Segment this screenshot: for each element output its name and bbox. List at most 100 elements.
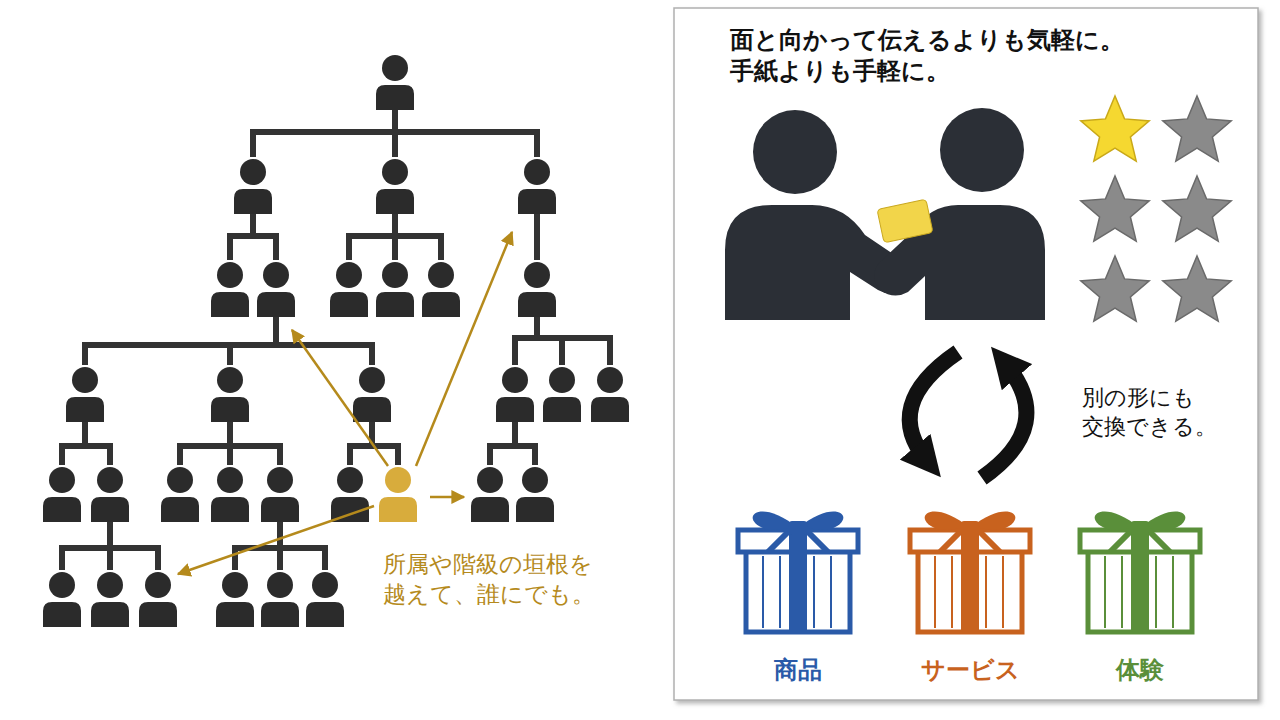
reach-arrow	[416, 232, 512, 466]
org-line	[277, 522, 283, 548]
panel-box: 面と向かって伝えるよりも気軽に。 手紙よりも手軽に。別の形にも 交換できる。	[674, 8, 1258, 700]
org-line	[534, 317, 540, 338]
org-line	[512, 338, 518, 365]
gift-stripe	[1002, 556, 1004, 628]
gift-ribbon	[961, 530, 979, 632]
org-line	[369, 345, 375, 365]
gift-label: サービス	[921, 654, 1020, 685]
org-line	[250, 132, 256, 157]
org-line	[438, 236, 444, 260]
gift-stripe	[1155, 556, 1157, 628]
person-body	[261, 602, 299, 627]
person-head	[382, 55, 408, 81]
org-line	[277, 548, 283, 570]
org-line	[177, 446, 183, 465]
gift-stripe	[762, 556, 764, 628]
person-body	[211, 397, 249, 422]
person-head	[217, 467, 243, 493]
org-line	[107, 548, 113, 570]
reach-caption: 所属や階級の垣根を越えて、誰にでも。	[383, 550, 599, 610]
person-head	[382, 159, 408, 185]
org-line	[227, 446, 233, 465]
person-head	[502, 367, 528, 393]
org-line	[346, 236, 352, 260]
gold-arrows	[178, 232, 512, 574]
gift-ribbon	[789, 530, 807, 632]
person-body	[376, 85, 414, 110]
org-line	[392, 236, 398, 260]
reach-arrow	[430, 496, 464, 499]
org-line	[347, 446, 353, 465]
person-head	[549, 367, 575, 393]
exchange-note: 別の形にも 交換できる。	[1082, 384, 1223, 441]
org-line	[534, 214, 540, 236]
person-head	[222, 572, 248, 598]
org-line	[487, 446, 493, 465]
person-head	[385, 467, 411, 493]
person-body	[518, 189, 556, 214]
person-body	[543, 397, 581, 422]
handing-figures	[725, 108, 1045, 320]
person-body	[216, 602, 254, 627]
org-line	[392, 110, 398, 132]
person-head	[240, 159, 266, 185]
person-head	[97, 572, 123, 598]
person-head	[49, 467, 75, 493]
gift-stripe	[1104, 556, 1106, 628]
gift-knot	[1131, 521, 1149, 535]
person-body	[516, 497, 554, 522]
person-head	[337, 467, 363, 493]
gift-knot	[961, 521, 979, 535]
person-body	[91, 497, 129, 522]
org-line	[227, 233, 279, 239]
org-line	[250, 214, 256, 236]
person-head	[267, 572, 293, 598]
person-body	[496, 397, 534, 422]
gift-stripe	[934, 556, 936, 628]
panel-ground	[674, 8, 1258, 700]
person-head	[940, 108, 1024, 192]
person-head	[167, 467, 193, 493]
gift-knot	[789, 521, 807, 535]
org-line	[232, 548, 238, 570]
person-body	[376, 189, 414, 214]
reach-arrow	[292, 330, 388, 466]
person-body	[422, 292, 460, 317]
person-head	[72, 367, 98, 393]
stars	[1081, 96, 1231, 321]
org-line	[512, 422, 518, 446]
person-head	[428, 262, 454, 288]
gift-stripe	[951, 556, 953, 628]
person-body	[376, 292, 414, 317]
gift-boxes	[738, 511, 1200, 632]
org-line	[487, 443, 538, 449]
person-body	[330, 292, 368, 317]
org-line	[273, 317, 279, 345]
org-line	[227, 236, 233, 260]
star	[1163, 176, 1231, 241]
person-head	[97, 467, 123, 493]
person-body	[139, 602, 177, 627]
reach-arrow	[178, 506, 374, 574]
person-body	[211, 292, 249, 317]
person-head	[597, 367, 623, 393]
person-body	[161, 497, 199, 522]
org-line	[534, 236, 540, 260]
person-head	[217, 367, 243, 393]
org-line	[392, 132, 398, 157]
gift-box	[910, 511, 1030, 632]
person-head	[753, 110, 837, 194]
person-head	[359, 367, 385, 393]
person-head	[524, 159, 550, 185]
person-body	[591, 397, 629, 422]
org-line	[59, 443, 113, 449]
org-line	[155, 548, 161, 570]
star	[1081, 176, 1149, 241]
org-line	[273, 236, 279, 260]
gift-stripe	[830, 556, 832, 628]
star	[1163, 256, 1231, 321]
person-head	[524, 262, 550, 288]
person-body	[518, 292, 556, 317]
person-body	[261, 497, 299, 522]
card	[877, 199, 933, 243]
